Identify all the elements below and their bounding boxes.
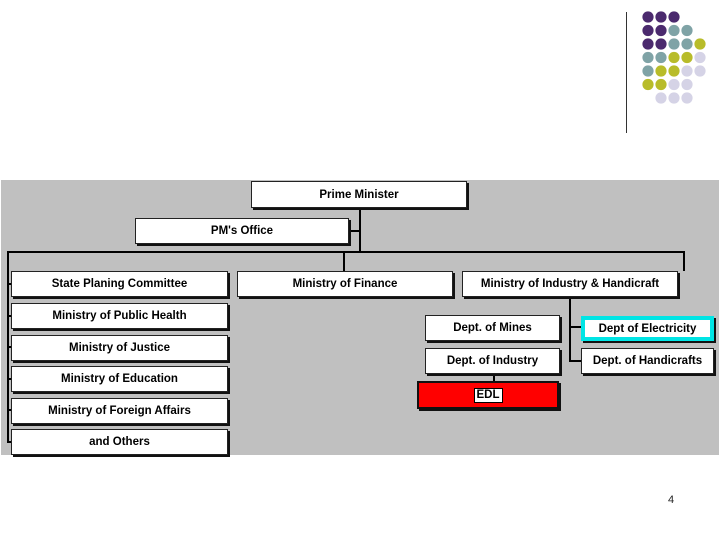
dept-of-electricity-box: Dept of Electricity xyxy=(581,316,714,341)
connector xyxy=(349,230,361,232)
decorative-dot xyxy=(642,24,654,37)
and-others-box: and Others xyxy=(11,429,228,455)
connector xyxy=(7,441,13,443)
decorative-dot xyxy=(642,51,654,64)
connector xyxy=(7,346,13,348)
org-chart-panel: Prime Minister PM's Office State Planing… xyxy=(1,180,719,455)
connector xyxy=(7,251,685,253)
dept-of-handicrafts-box: Dept. of Handicrafts xyxy=(581,348,714,374)
decorative-dot xyxy=(694,38,706,50)
ministry-of-foreign-affairs-box: Ministry of Foreign Affairs xyxy=(11,398,228,424)
decorative-dot xyxy=(668,11,680,23)
edl-box: EDL xyxy=(417,381,559,409)
ministry-of-public-health-box: Ministry of Public Health xyxy=(11,303,228,329)
dept-of-industry-box: Dept. of Industry xyxy=(425,348,560,374)
decorative-dot xyxy=(668,92,680,104)
decorative-dot xyxy=(681,92,693,104)
decorative-dot xyxy=(668,51,680,64)
connector xyxy=(343,251,345,271)
connector xyxy=(7,409,13,411)
connector xyxy=(569,296,571,362)
decorative-dot xyxy=(655,92,667,104)
decorative-dot xyxy=(668,38,680,50)
decorative-dot xyxy=(694,65,706,77)
connector xyxy=(493,374,495,382)
decorative-dot xyxy=(642,78,654,91)
decorative-dot xyxy=(655,38,667,50)
connector xyxy=(569,326,581,328)
page-number: 4 xyxy=(668,494,675,506)
ministry-of-finance-box: Ministry of Finance xyxy=(237,271,453,297)
decorative-dot xyxy=(681,78,693,91)
decorative-dot xyxy=(681,38,693,50)
decorative-dot xyxy=(655,11,667,23)
decorative-dot xyxy=(681,51,693,64)
connector xyxy=(7,315,13,317)
decorative-dot xyxy=(681,65,693,77)
prime-minister-box: Prime Minister xyxy=(251,181,467,208)
decorative-dot xyxy=(655,65,667,77)
decorative-dot xyxy=(642,65,654,77)
decorative-dot xyxy=(668,78,680,91)
edl-label: EDL xyxy=(473,387,503,403)
decorative-dot xyxy=(694,51,706,64)
decorative-dot-grid xyxy=(642,11,706,104)
ministry-of-industry-handicraft-box: Ministry of Industry & Handicraft xyxy=(462,271,678,297)
decorative-dot xyxy=(655,51,667,64)
decorative-dot xyxy=(668,24,680,37)
pm-office-box: PM's Office xyxy=(135,218,349,244)
divider-line xyxy=(626,12,627,133)
state-planning-committee-box: State Planing Committee xyxy=(11,271,228,297)
decorative-dot xyxy=(655,78,667,91)
ministry-of-education-box: Ministry of Education xyxy=(11,366,228,392)
decorative-dot xyxy=(681,24,693,37)
decorative-dot xyxy=(655,24,667,37)
connector xyxy=(7,283,13,285)
dept-of-mines-box: Dept. of Mines xyxy=(425,315,560,341)
connector xyxy=(7,378,13,380)
connector xyxy=(683,251,685,271)
ministry-of-justice-box: Ministry of Justice xyxy=(11,335,228,361)
decorative-dot xyxy=(668,65,680,77)
decorative-dot xyxy=(642,38,654,50)
connector xyxy=(569,360,581,362)
decorative-dot xyxy=(642,11,654,23)
